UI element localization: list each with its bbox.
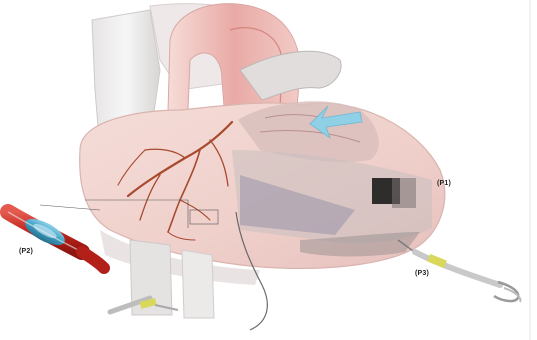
lead-tip-texture xyxy=(392,178,416,208)
label-balloon-catheter: (P2) xyxy=(19,248,33,255)
descending-vessel xyxy=(182,250,214,318)
label-right-catheter: (P3) xyxy=(415,270,429,277)
label-lead-tip: (P1) xyxy=(437,180,451,187)
balloon-catheter xyxy=(8,212,104,268)
